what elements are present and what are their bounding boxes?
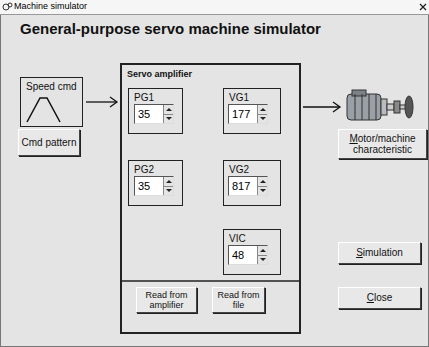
group-label: PG2 — [134, 164, 154, 175]
push-button: Simulation — [338, 242, 421, 264]
spin-value: 48 — [232, 249, 244, 261]
group-label: Speed cmd — [26, 81, 77, 92]
arrow-up — [260, 108, 266, 111]
signal-arrow — [86, 97, 117, 107]
button-label: Simulation — [356, 247, 403, 259]
arrow-up — [166, 108, 172, 111]
parameter-group: VG2817 — [223, 160, 281, 206]
spin-arrows — [257, 246, 267, 264]
spin-box: 817 — [228, 176, 268, 196]
push-button: Close — [338, 287, 421, 309]
spin-arrows — [257, 177, 267, 195]
spin-arrows — [163, 177, 173, 195]
arrow-down — [166, 117, 172, 120]
arrow-down — [260, 117, 266, 120]
motor-illustration — [347, 90, 413, 120]
panel-divider — [121, 280, 300, 282]
servo-amplifier-panel: Servo amplifierPG135VG1177PG235VG2817VIC… — [120, 63, 301, 334]
push-button: Cmd pattern — [18, 129, 80, 156]
app-icon — [3, 3, 12, 10]
close-glyph — [420, 4, 426, 10]
group-label: VG1 — [229, 92, 249, 103]
spin-box: 35 — [134, 104, 174, 124]
spin-value: 177 — [232, 108, 250, 120]
button-label: Read from file — [213, 290, 264, 311]
button-label: Cmd pattern — [21, 137, 76, 149]
group-label: PG1 — [134, 92, 154, 103]
push-button: Motor/machine characteristic — [338, 129, 427, 159]
spin-arrows — [163, 105, 173, 123]
arrow-divider — [164, 114, 173, 115]
spin-value: 817 — [232, 180, 250, 192]
spin-arrows — [257, 105, 267, 123]
arrow-up — [260, 180, 266, 183]
arrow-divider — [258, 255, 267, 256]
speed-profile-icon — [27, 98, 60, 122]
arrow-divider — [258, 186, 267, 187]
button-label: Close — [367, 292, 393, 304]
window-title: Machine simulator — [14, 1, 87, 11]
spin-value: 35 — [138, 180, 150, 192]
parameter-group: VG1177 — [223, 88, 281, 134]
push-button: Read from amplifier — [136, 287, 197, 313]
arrow-divider — [164, 186, 173, 187]
group-label: VG2 — [229, 164, 249, 175]
button-label: Read from amplifier — [137, 290, 196, 311]
spin-box: 35 — [134, 176, 174, 196]
parameter-group: PG135 — [128, 88, 183, 134]
arrow-up — [166, 180, 172, 183]
speed-cmd-box: Speed cmd — [20, 77, 83, 127]
parameter-group: VIC 48 — [223, 229, 281, 275]
spin-box: 177 — [228, 104, 268, 124]
spin-value: 35 — [138, 108, 150, 120]
parameter-group: PG235 — [128, 160, 183, 206]
arrow-down — [166, 189, 172, 192]
group-label: VIC — [229, 233, 246, 244]
group-label: Servo amplifier — [127, 69, 192, 79]
arrow-down — [260, 189, 266, 192]
arrow-up — [260, 249, 266, 252]
push-button: Read from file — [212, 287, 265, 313]
spin-box: 48 — [228, 245, 268, 265]
arrow-down — [260, 258, 266, 261]
heading: General-purpose servo machine simulator — [20, 20, 321, 37]
arrow-divider — [258, 114, 267, 115]
button-label: Motor/machine characteristic — [339, 133, 426, 156]
output-arrow — [303, 102, 340, 112]
